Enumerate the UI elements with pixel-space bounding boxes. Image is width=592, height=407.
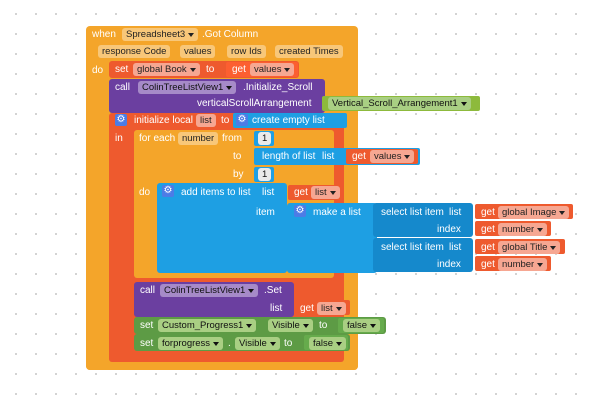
in-label: in <box>115 133 123 144</box>
vertical-scroll-arrangement-dropdown[interactable]: Vertical_Scroll_Arrangement1 <box>328 97 471 110</box>
param-created-times[interactable]: created Times <box>275 45 343 58</box>
list-label-length: list <box>322 151 335 162</box>
index-label-1: index <box>437 224 461 235</box>
get-label-set: get <box>300 303 314 314</box>
select-list-item-label-1: select list item <box>381 207 444 218</box>
component-dropdown-colintreelistview[interactable]: ColinTreeListView1 <box>138 81 237 94</box>
list-label-select-2: list <box>449 242 462 253</box>
component-dropdown-custom-progress[interactable]: Custom_Progress1 <box>158 319 257 332</box>
for-each-label: for each <box>139 133 176 144</box>
get-label-add: get <box>294 187 308 198</box>
length-of-list-label: length of list <box>262 151 316 162</box>
get-global-title-dropdown[interactable]: global Title <box>498 241 561 254</box>
get-label-index-2: get <box>481 259 495 270</box>
list-label-select-1: list <box>449 207 462 218</box>
method-initialize-scroll-label: .Initialize_Scroll <box>243 82 313 93</box>
by-value[interactable]: 1 <box>258 168 272 181</box>
select-list-item-global-image-block[interactable] <box>373 203 473 237</box>
from-value[interactable]: 1 <box>258 132 272 145</box>
add-items-label: add items to list <box>181 187 251 198</box>
make-list-gear-icon[interactable]: ⚙ <box>294 205 306 217</box>
call-label: call <box>115 82 131 93</box>
get-list-dropdown-set[interactable]: list <box>317 302 346 315</box>
get-number-dropdown-2[interactable]: number <box>498 258 548 271</box>
initialize-local-label: initialize local <box>134 115 193 126</box>
param-vertical-scroll-arrangement-label: verticalScrollArrangement <box>197 98 312 109</box>
get-values-dropdown-length[interactable]: values <box>370 150 415 163</box>
get-list-dropdown-add[interactable]: list <box>311 186 340 199</box>
loop-var-number[interactable]: number <box>178 132 219 145</box>
local-var-name-list[interactable]: list <box>196 114 216 127</box>
create-empty-list-label: create empty list <box>252 115 325 126</box>
create-list-gear-icon[interactable]: ⚙ <box>236 114 248 126</box>
to-label-init: to <box>221 115 230 126</box>
component-dropdown-spreadsheet[interactable]: Spreadsheet3 <box>122 28 199 41</box>
add-items-to-list-block[interactable] <box>157 183 287 273</box>
false-dropdown-1[interactable]: false <box>343 319 381 332</box>
event-name-label: .Got Column <box>202 29 259 40</box>
get-values-dropdown[interactable]: values <box>250 63 295 76</box>
make-a-list-label: make a list <box>313 207 361 218</box>
create-empty-list-block[interactable] <box>233 113 347 128</box>
item-label: item <box>256 207 275 218</box>
when-label: when <box>92 29 116 40</box>
add-items-gear-icon[interactable]: ⚙ <box>162 185 174 197</box>
set-label-forprogress: set <box>140 338 154 349</box>
by-label: by <box>233 169 244 180</box>
set-label-progress: set <box>140 320 154 331</box>
do-label: do <box>92 65 104 76</box>
mutator-gear-icon[interactable]: ⚙ <box>115 114 127 126</box>
event-block-bottom-tab <box>86 362 358 370</box>
select-list-item-label-2: select list item <box>381 242 444 253</box>
select-list-item-global-title-block[interactable] <box>373 238 473 272</box>
get-global-image-dropdown[interactable]: global Image <box>498 206 570 219</box>
variable-dropdown-global-book[interactable]: global Book <box>133 63 200 76</box>
get-label: get <box>232 64 246 75</box>
method-set-label: .Set <box>264 285 282 296</box>
get-number-dropdown-1[interactable]: number <box>498 223 548 236</box>
index-label-2: index <box>437 259 461 270</box>
component-dropdown-colintreelistview-set[interactable]: ColinTreeListView1 <box>160 284 259 297</box>
get-label-index-1: get <box>481 224 495 235</box>
list-label-add: list <box>262 187 275 198</box>
to-label-forprogress: to <box>284 338 293 349</box>
to-label-loop: to <box>233 151 242 162</box>
get-label-length: get <box>352 151 366 162</box>
call-label-set: call <box>140 285 156 296</box>
to-label: to <box>206 64 215 75</box>
list-label-set: list <box>270 303 283 314</box>
property-dropdown-visible-1[interactable]: Visible <box>268 319 313 332</box>
param-response-code[interactable]: response Code <box>98 45 171 58</box>
to-label-progress: to <box>319 320 328 331</box>
get-label-image: get <box>481 207 495 218</box>
false-dropdown-2[interactable]: false <box>309 337 347 350</box>
param-values[interactable]: values <box>180 45 216 58</box>
from-label: from <box>222 133 242 144</box>
param-row-ids[interactable]: row Ids <box>227 45 266 58</box>
get-label-title: get <box>481 242 495 253</box>
component-dropdown-forprogress[interactable]: forprogress <box>158 337 224 350</box>
dot-label: . <box>228 338 231 349</box>
property-dropdown-visible-2[interactable]: Visible <box>235 337 280 350</box>
do-label-loop: do <box>139 187 151 198</box>
set-label: set <box>115 64 129 75</box>
